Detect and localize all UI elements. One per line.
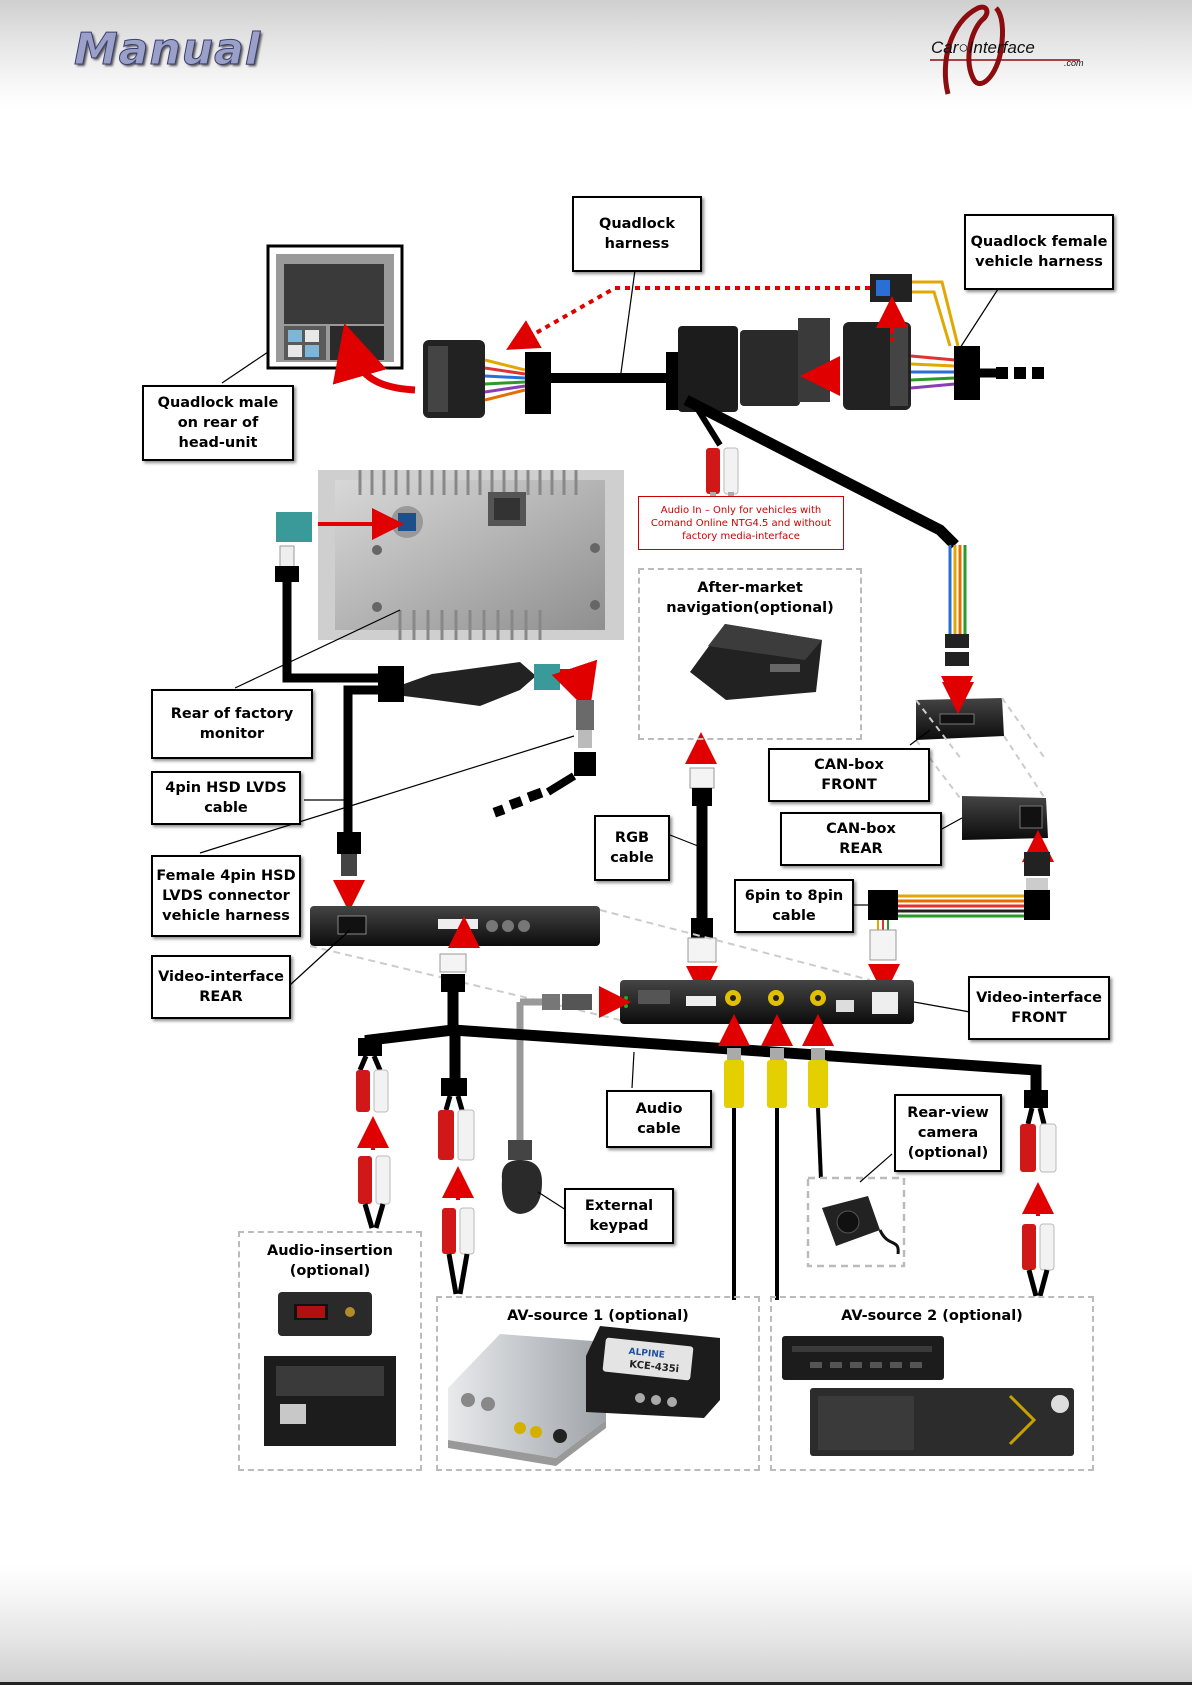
audio-in-note: Audio In – Only for vehicles with Comand… <box>638 496 844 550</box>
label-quadlock-harness: Quadlock harness <box>572 196 702 272</box>
video-interface-rear-device <box>310 906 600 946</box>
label-video-rear: Video-interface REAR <box>151 955 291 1019</box>
can-box-front-device <box>916 698 1004 740</box>
logo-text: Car○Interface <box>931 38 1035 57</box>
group-aftermarket-navigation: After-market navigation(optional) <box>638 568 862 740</box>
rgb-cable <box>685 732 717 963</box>
aftermarket-navigation-title: After-market navigation(optional) <box>666 580 834 616</box>
logo-sub: .com <box>1064 58 1084 68</box>
label-rear-camera: Rear-view camera (optional) <box>894 1094 1002 1172</box>
av-source-2-devices <box>782 1336 1074 1456</box>
av-source-1-title: AV-source 1 (optional) <box>507 1308 689 1324</box>
can-box-rear-device <box>962 796 1048 840</box>
page-footer <box>0 1565 1192 1685</box>
label-hsd-cable: 4pin HSD LVDS cable <box>151 771 301 825</box>
label-rgb-cable: RGB cable <box>594 815 670 881</box>
label-rear-factory-monitor: Rear of factory monitor <box>151 689 313 759</box>
audio-insertion-title: Audio-insertion (optional) <box>267 1243 393 1279</box>
audio-insertion-devices <box>264 1292 396 1446</box>
aftermarket-navigation-device <box>690 624 822 700</box>
alpine-model-text: KCE-435i <box>629 1359 680 1375</box>
hsd-lvds-cable <box>275 512 598 876</box>
rear-view-camera-device <box>806 1176 906 1268</box>
av-source-1-devices <box>448 1326 720 1466</box>
label-quadlock-male: Quadlock male on rear of head-unit <box>142 385 294 461</box>
video-interface-front-device <box>620 980 914 1024</box>
group-audio-insertion: Audio-insertion (optional) <box>238 1231 422 1471</box>
audio-cable-harness <box>358 953 1048 1108</box>
six-to-eight-pin-cable <box>868 890 1024 961</box>
external-keypad-cable <box>501 994 592 1214</box>
label-video-front: Video-interface FRONT <box>968 976 1110 1040</box>
leader-lines <box>199 269 1001 1211</box>
group-av-source-1: AV-source 1 (optional) <box>436 1296 760 1471</box>
car-interface-logo-icon <box>930 4 1080 95</box>
yellow-video-rca-plugs <box>718 1014 834 1300</box>
label-can-rear: CAN-box REAR <box>780 812 942 866</box>
label-six-eight-cable: 6pin to 8pin cable <box>734 879 854 933</box>
label-quadlock-female: Quadlock female vehicle harness <box>964 214 1114 290</box>
alpine-brand-text: ALPINE <box>628 1347 665 1361</box>
footer-line <box>0 1682 1192 1685</box>
manual-title: Manual <box>74 24 261 76</box>
label-can-front: CAN-box FRONT <box>768 748 930 802</box>
rca-pair-av-source-2 <box>1020 1107 1057 1297</box>
rca-pair-av-source-1 <box>438 1095 475 1295</box>
group-av-source-2: AV-source 2 (optional) <box>770 1296 1094 1471</box>
av-source-2-title: AV-source 2 (optional) <box>841 1308 1023 1324</box>
rca-pair-audio-insertion <box>356 1055 391 1229</box>
label-female-hsd: Female 4pin HSD LVDS connector vehicle h… <box>151 855 301 937</box>
quadlock-female-vehicle-harness <box>843 274 1044 410</box>
label-external-keypad: External keypad <box>564 1188 674 1244</box>
head-unit-quadlock-photo <box>266 244 404 370</box>
page-header <box>0 0 1192 110</box>
label-audio-cable: Audio cable <box>606 1090 712 1148</box>
factory-monitor-rear-photo <box>318 470 624 640</box>
